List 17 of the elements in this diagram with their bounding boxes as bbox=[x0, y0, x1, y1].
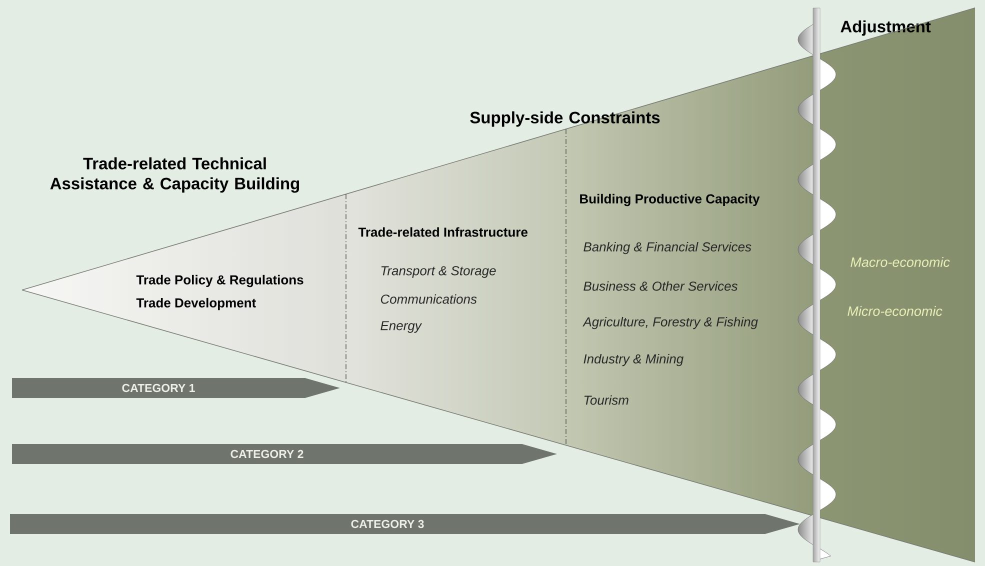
section-item: Communications bbox=[380, 294, 477, 304]
section-item: Industry & Mining bbox=[584, 354, 684, 366]
section-item: Micro-economic bbox=[848, 306, 942, 316]
section-item: Banking & Financial Services bbox=[584, 242, 752, 254]
section-heading: Trade Development bbox=[136, 298, 256, 310]
section-item: Macro-economic bbox=[850, 257, 950, 267]
group-heading: Supply-side Constraints bbox=[470, 111, 660, 127]
section-item: Energy bbox=[380, 321, 422, 333]
section-item: Transport & Storage bbox=[381, 266, 496, 278]
section-item: Agriculture, Forestry & Fishing bbox=[582, 316, 758, 330]
section-heading: Trade Policy & Regulations bbox=[136, 274, 304, 288]
section-heading: Trade-related Infrastructure bbox=[358, 227, 528, 237]
group-heading: Trade-related Technical Assistance & Capacity Building bbox=[50, 157, 300, 193]
section-item: Tourism bbox=[584, 395, 628, 405]
section-heading: Building Productive Capacity bbox=[580, 194, 760, 206]
section-item: Business & Other Services bbox=[584, 281, 738, 291]
section-heading: Adjustment bbox=[840, 20, 931, 36]
